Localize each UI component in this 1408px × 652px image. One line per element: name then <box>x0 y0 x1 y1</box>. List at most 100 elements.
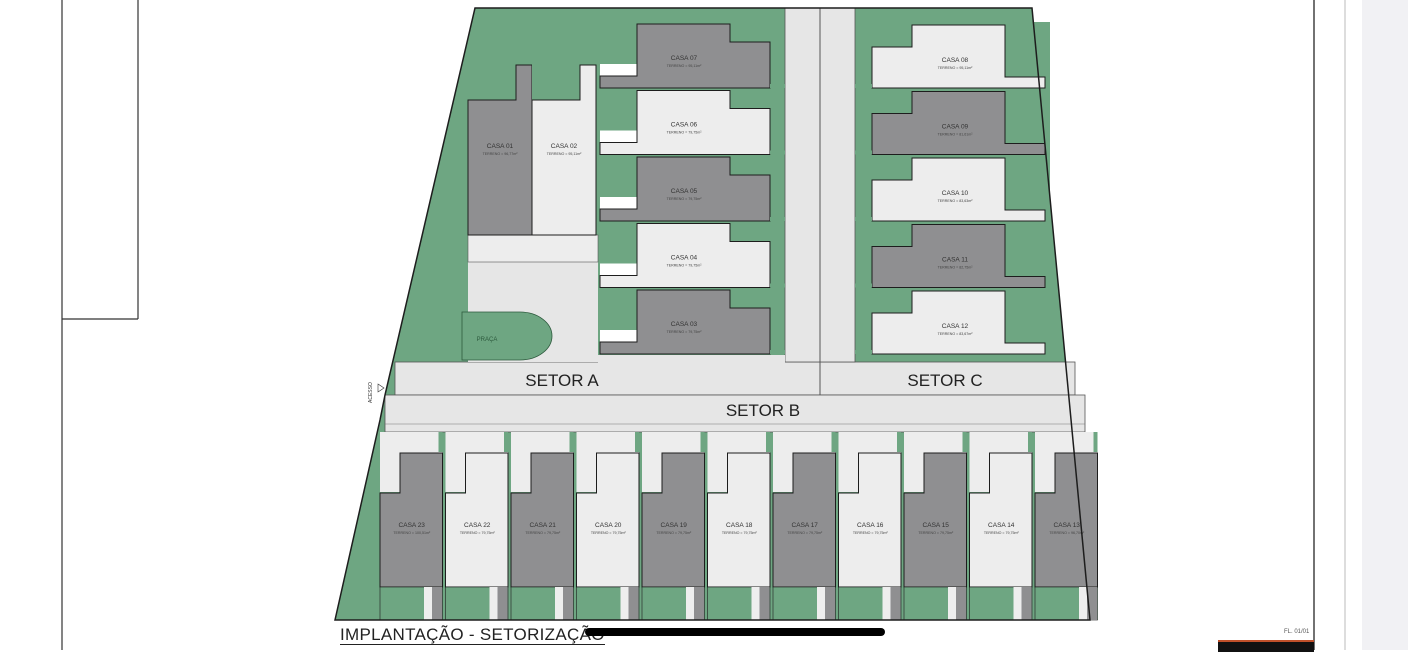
terreno-area: TERRENO = 79,75m² <box>525 531 561 535</box>
sector-b-label: SETOR B <box>726 401 800 420</box>
terreno-area: TERRENO = 79,75m² <box>787 531 823 535</box>
terreno-area: TERRENO = 95,11m² <box>938 66 973 70</box>
hedge <box>1028 432 1032 452</box>
terreno-area: TERRENO = 79,75m² <box>853 531 889 535</box>
terreno-area: TERRENO = 83,67m² <box>938 332 974 336</box>
terreno-area: TERRENO = 81,61m² <box>938 133 974 137</box>
casa-label: CASA 16 <box>857 522 884 529</box>
casa-label: CASA 06 <box>671 122 698 129</box>
house-footprint <box>531 64 597 236</box>
side-passage <box>628 587 639 620</box>
praca-label: PRAÇA <box>477 337 498 343</box>
side-passage <box>890 587 901 620</box>
terreno-area: TERRENO = 79,75m² <box>667 131 703 135</box>
casa-label: CASA 04 <box>671 255 698 262</box>
casa-label: CASA 15 <box>923 522 950 529</box>
garden-strip <box>770 150 785 155</box>
service-area <box>600 263 637 276</box>
casa-label: CASA 22 <box>464 522 491 529</box>
service-area <box>1013 587 1022 620</box>
side-passage <box>956 587 966 620</box>
house-casa-16: CASA 16 TERRENO = 79,75m² <box>838 432 902 621</box>
service-area <box>555 587 563 620</box>
casa-label: CASA 20 <box>595 522 622 529</box>
house-casa-08: CASA 08 TERRENO = 95,11m² <box>855 22 1050 89</box>
road-setor-b <box>384 394 1086 433</box>
hedge <box>1093 432 1098 452</box>
terreno-area: TERRENO = 79,75m² <box>722 531 758 535</box>
service-area <box>882 587 891 620</box>
casa-label: CASA 12 <box>942 323 969 330</box>
service-area <box>751 587 760 620</box>
title-block-stamp <box>1218 640 1314 652</box>
hedge <box>831 432 836 452</box>
hedge <box>438 432 443 452</box>
service-area <box>686 587 694 620</box>
side-passage <box>1087 587 1097 620</box>
side-passage <box>1021 587 1032 620</box>
garden-strip <box>855 84 872 88</box>
sector-a-label: SETOR A <box>525 371 599 390</box>
hedge <box>897 432 901 452</box>
casa-label: CASA 03 <box>671 321 698 328</box>
side-passage <box>825 587 835 620</box>
casa-label: CASA 10 <box>942 190 969 197</box>
side-passage <box>759 587 770 620</box>
service-area <box>620 587 629 620</box>
house-casa-19: CASA 19 TERRENO = 79,75m² <box>641 432 705 621</box>
terreno-area: TERRENO = 79,75m² <box>667 330 703 334</box>
casa-label: CASA 11 <box>942 257 968 264</box>
service-area <box>489 587 498 620</box>
service-area <box>600 130 637 143</box>
hedge <box>635 432 639 452</box>
terreno-area: TERRENO = 95,11m² <box>547 152 582 156</box>
house-footprint <box>871 224 1046 288</box>
garden-strip <box>770 283 785 288</box>
terreno-area: TERRENO = 82,75m² <box>938 266 974 270</box>
acesso-label: ACESSO <box>368 382 374 403</box>
redaction-bar <box>585 628 885 636</box>
house-casa-05: CASA 05 TERRENO = 79,75m² <box>599 155 785 222</box>
service-area <box>1079 587 1087 620</box>
sector-c-label: SETOR C <box>907 371 982 390</box>
road-setor-a-c <box>394 361 1076 396</box>
house-casa-02: CASA 02 TERRENO = 95,11m² <box>531 60 597 236</box>
casa-label: CASA 02 <box>551 143 578 150</box>
terreno-area: TERRENO = 95,11m² <box>667 64 702 68</box>
terreno-area: TERRENO = 83,63m² <box>938 199 974 203</box>
house-casa-20: CASA 20 TERRENO = 79,75m² <box>576 432 640 621</box>
terreno-area: TERRENO = 79,75m² <box>656 531 692 535</box>
casa-label: CASA 01 <box>487 143 514 150</box>
terreno-area: TERRENO = 79,75m² <box>918 531 954 535</box>
house-footprint <box>871 24 1046 89</box>
garden-strip <box>855 217 872 221</box>
garden-strip <box>770 350 785 354</box>
hedge <box>504 432 508 452</box>
terreno-area: TERRENO = 79,75m² <box>667 197 703 201</box>
terreno-area: TERRENO = 96,77m² <box>483 152 519 156</box>
terreno-area: TERRENO = 79,75m² <box>591 531 627 535</box>
hedge <box>962 432 967 452</box>
casa-label: CASA 19 <box>661 522 688 529</box>
house-casa-12: CASA 12 TERRENO = 83,67m² <box>855 288 1050 355</box>
house-casa-03: CASA 03 TERRENO = 79,75m² <box>599 288 785 355</box>
garden-strip <box>855 283 872 288</box>
side-panel <box>1362 0 1408 650</box>
garden-strip <box>855 150 872 155</box>
house-footprint <box>871 290 1046 355</box>
casa-label: CASA 05 <box>671 188 698 195</box>
setor-a-access <box>467 234 599 263</box>
service-area <box>600 64 637 76</box>
casa-label: CASA 08 <box>942 57 969 64</box>
site-outline <box>334 7 1091 621</box>
hedge <box>569 432 574 452</box>
house-footprint <box>871 91 1046 155</box>
service-area <box>424 587 432 620</box>
